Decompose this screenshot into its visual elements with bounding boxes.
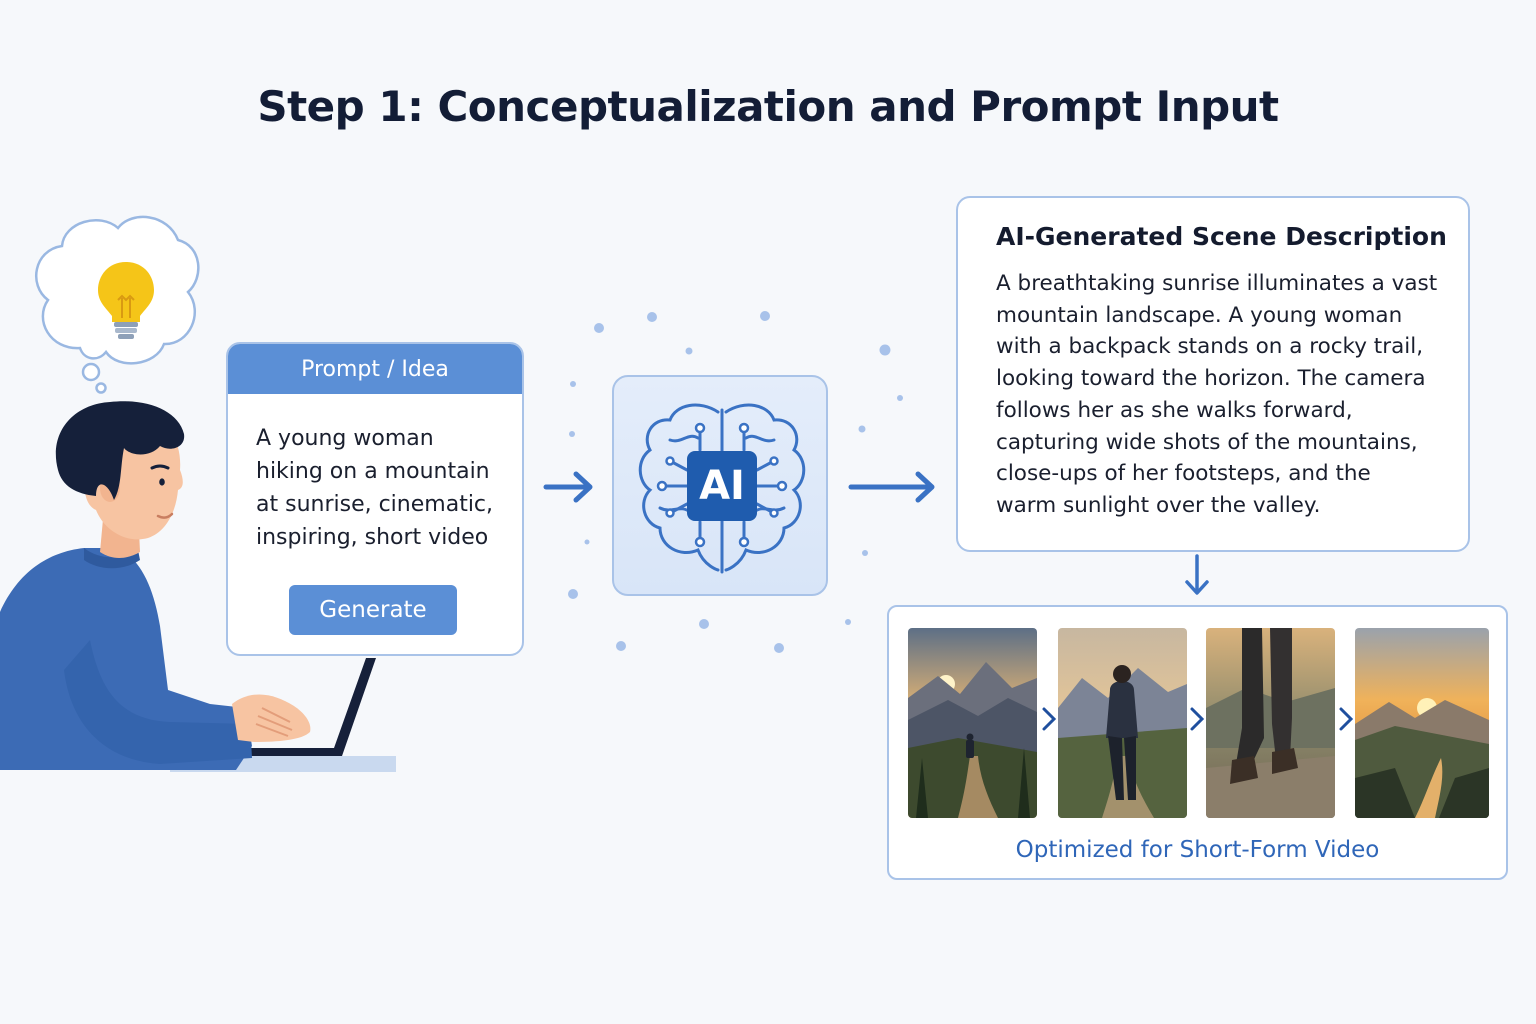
- page-title: Step 1: Conceptualization and Prompt Inp…: [257, 82, 1279, 131]
- description-line: mountain landscape. A young woman: [996, 302, 1403, 328]
- prompt-line: hiking on a mountain: [256, 459, 490, 484]
- wide-shot-hiker-frame[interactable]: [908, 628, 1037, 818]
- chevron-right-icon: [1339, 707, 1354, 731]
- back-view-hiker-frame[interactable]: [1058, 628, 1187, 818]
- scene-description-title: AI-Generated Scene Description: [996, 222, 1447, 251]
- chevron-right-icon: [1042, 707, 1057, 731]
- footsteps-closeup-frame[interactable]: [1206, 628, 1335, 818]
- ai-chip-label: AI: [687, 451, 757, 521]
- decorative-dots: [568, 311, 903, 653]
- arrow-ai-to-description: [848, 471, 935, 503]
- description-line: A breathtaking sunrise illuminates a vas…: [996, 271, 1438, 296]
- video-strip-caption: Optimized for Short-Form Video: [1015, 837, 1380, 863]
- person-at-laptop: [0, 401, 396, 772]
- prompt-card: Prompt / Idea A young woman hiking on a …: [226, 342, 524, 656]
- description-line: with a backpack stands on a rocky trail,: [996, 334, 1424, 360]
- description-line: capturing wide shots of the mountains,: [996, 429, 1418, 455]
- description-line: follows her as she walks forward,: [996, 397, 1353, 423]
- description-line: close-ups of her footsteps, and the: [996, 461, 1371, 487]
- scene-description-text: A breathtaking sunrise illuminates a vas…: [996, 268, 1446, 522]
- prompt-card-header: Prompt / Idea: [228, 344, 522, 394]
- scene-description-card: AI-Generated Scene Description A breatht…: [956, 196, 1470, 552]
- sunset-valley-frame[interactable]: [1355, 628, 1489, 818]
- arrow-description-to-video: [1185, 554, 1209, 595]
- prompt-line: inspiring, short video: [256, 525, 489, 550]
- prompt-text[interactable]: A young woman hiking on a mountain at su…: [256, 422, 506, 554]
- arrow-prompt-to-ai: [543, 471, 593, 503]
- lightbulb-icon: [98, 262, 154, 339]
- chevron-right-icon: [1190, 707, 1205, 731]
- description-line: warm sunlight over the valley.: [996, 492, 1321, 518]
- prompt-line: A young woman: [256, 426, 434, 451]
- generate-button[interactable]: Generate: [289, 585, 457, 635]
- video-strip-card: Optimized for Short-Form Video: [887, 605, 1508, 880]
- description-line: looking toward the horizon. The camera: [996, 366, 1426, 392]
- prompt-line: at sunrise, cinematic,: [256, 492, 494, 517]
